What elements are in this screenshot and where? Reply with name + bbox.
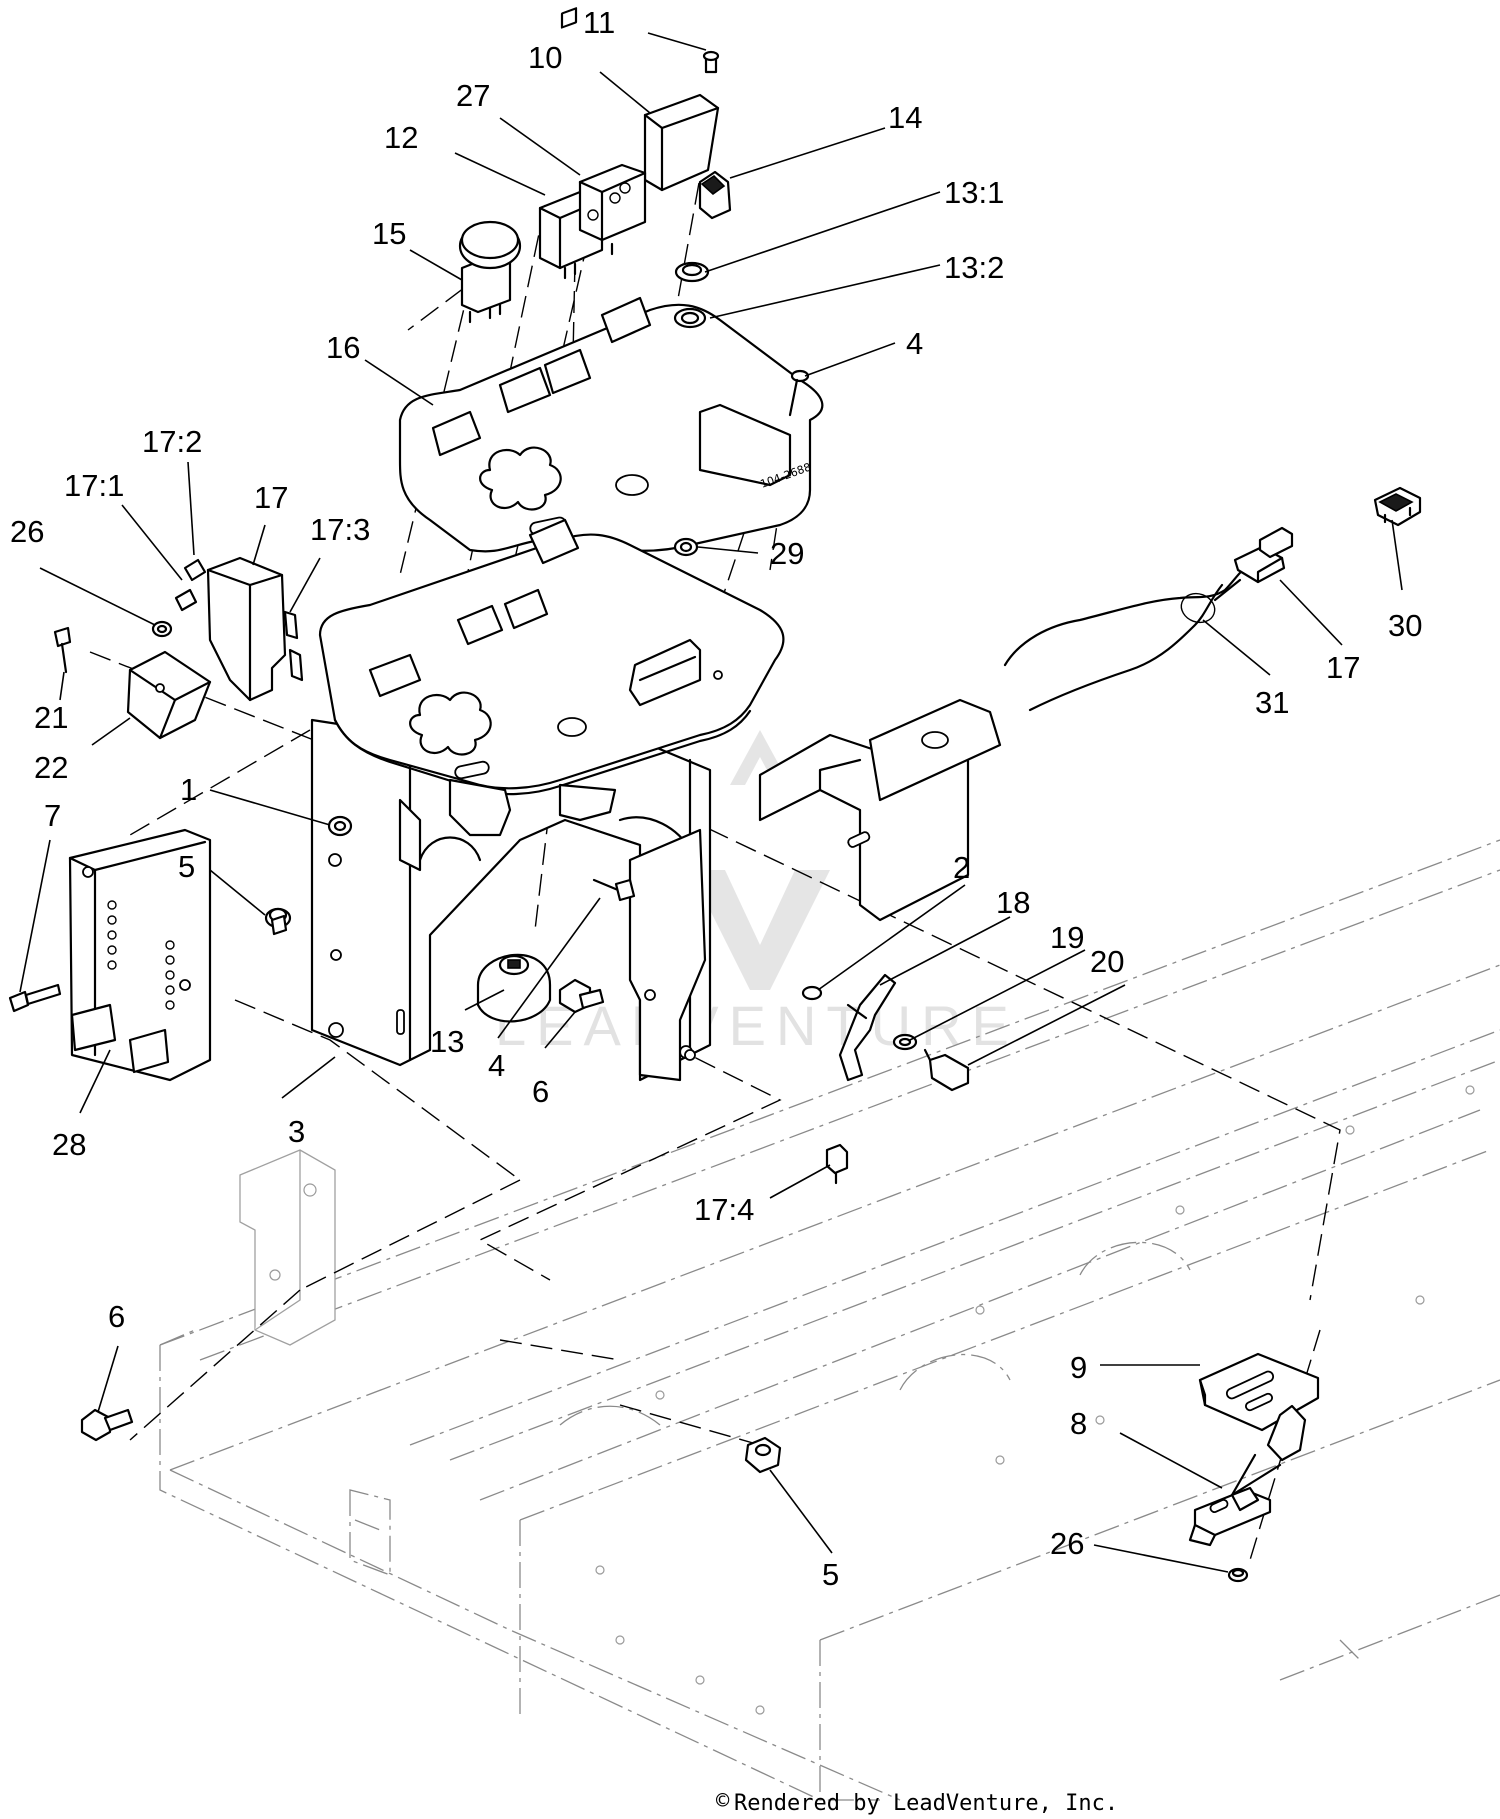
callout-3: 3: [288, 1114, 305, 1149]
callout-30: 30: [1388, 608, 1422, 643]
nut-1: [327, 815, 353, 837]
key-switch-parts: [673, 170, 732, 329]
callout-17-harness: 17: [1326, 650, 1360, 685]
callout-8: 8: [1070, 1406, 1087, 1441]
bolt-7: [8, 983, 62, 1013]
nut-26-lower: [1227, 1567, 1249, 1583]
callout-19: 19: [1050, 920, 1084, 955]
callout-18: 18: [996, 885, 1030, 920]
callout-9: 9: [1070, 1350, 1087, 1385]
copyright-symbol: ©: [716, 1789, 730, 1814]
callout-28: 28: [52, 1127, 86, 1162]
callout-1: 1: [180, 772, 197, 807]
callout-22: 22: [34, 750, 68, 785]
callout-29: 29: [770, 536, 804, 571]
control-module: [68, 828, 212, 1082]
nut-5-lower: [744, 1436, 782, 1474]
lever-parts: [801, 973, 970, 1092]
control-panel: [318, 518, 785, 872]
module-22: [53, 626, 212, 740]
bolt-6-middle: [558, 978, 605, 1014]
phantom-mount-bracket: [239, 1149, 336, 1346]
meter-cover: [643, 50, 720, 192]
callout-13: 13: [430, 1024, 464, 1059]
callout-7: 7: [44, 798, 61, 833]
phantom-frame: [159, 839, 1500, 1801]
callout-4-top: 4: [906, 326, 923, 361]
callout-12: 12: [384, 120, 418, 155]
ignition-switch: [476, 953, 552, 1023]
callout-17-2: 17:2: [142, 424, 202, 459]
callout-26-upper: 26: [10, 514, 44, 549]
screw-lower: [592, 878, 636, 902]
leadventure-watermark: LEADVENTURE: [495, 730, 1009, 1057]
wire-harness: [1003, 486, 1422, 712]
relay-assembly: [151, 556, 304, 702]
nut-5-upper: [264, 907, 292, 936]
callout-17-relay: 17: [254, 480, 288, 515]
decal-panel: 104-2688: [398, 296, 824, 553]
rear-mount-plate: [758, 698, 1002, 922]
bolt-6-lower: [80, 1408, 134, 1442]
connector-17-4: [825, 1143, 849, 1185]
callout-17-4: 17:4: [694, 1192, 754, 1227]
callout-16: 16: [326, 330, 360, 365]
bracket-8: [1188, 1404, 1307, 1547]
inner-bracket: [628, 828, 707, 1082]
footer-text: Rendered by LeadVenture, Inc.: [734, 1791, 1118, 1816]
callout-4-lower: 4: [488, 1048, 505, 1083]
callout-2: 2: [953, 850, 970, 885]
callout-15: 15: [372, 216, 406, 251]
callout-6-lower: 6: [108, 1299, 125, 1334]
callout-5-lower: 5: [822, 1557, 839, 1592]
callout-17-3: 17:3: [310, 512, 370, 547]
screw-top: [788, 369, 810, 417]
callout-11: 11: [583, 5, 615, 40]
callout-17-1: 17:1: [64, 468, 124, 503]
pto-switch: [458, 220, 522, 324]
callout-20: 20: [1090, 944, 1124, 979]
rocker-switches: [538, 7, 647, 280]
callout-14: 14: [888, 100, 922, 135]
leader-lines: [19, 32, 1403, 1573]
callout-27: 27: [456, 78, 490, 113]
callout-31: 31: [1255, 685, 1289, 720]
callout-21: 21: [34, 700, 68, 735]
callout-10: 10: [528, 40, 562, 75]
callout-13-2: 13:2: [944, 250, 1004, 285]
callout-5-upper: 5: [178, 849, 195, 884]
callout-26-lower: 26: [1050, 1526, 1084, 1561]
callout-13-1: 13:1: [944, 175, 1004, 210]
callout-6-middle: 6: [532, 1074, 549, 1109]
footer: © Rendered by LeadVenture, Inc.: [716, 1789, 1118, 1816]
callout-labels: 11 10 27 14 12 13:1 15 13:2 16 4 17:2 17…: [10, 5, 1422, 1592]
nut-29: [673, 537, 699, 557]
